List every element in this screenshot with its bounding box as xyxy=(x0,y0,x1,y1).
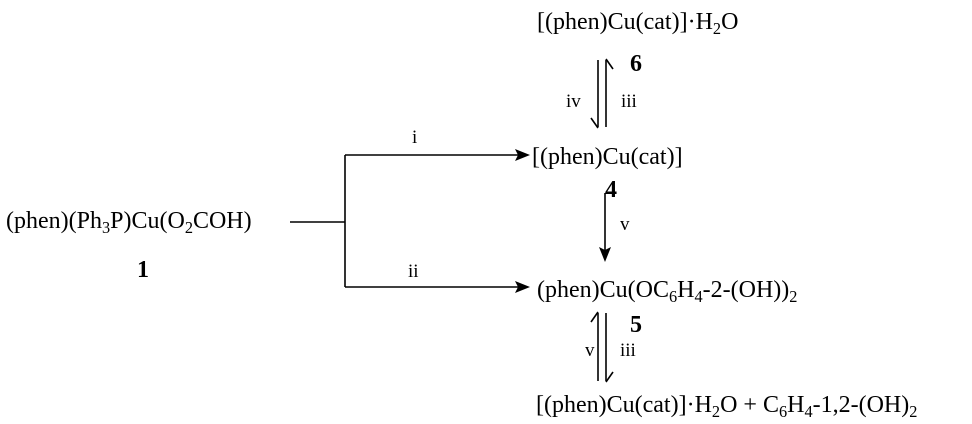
bottom-sub-2: 6 xyxy=(778,401,788,421)
reaction-iii-label-bottom: iii xyxy=(620,340,636,361)
compound-5-text-mid: H xyxy=(677,277,695,303)
compound-5-sub-2: 4 xyxy=(694,286,703,306)
reaction-iv-label: iv xyxy=(566,91,581,112)
bottom-products-formula: [(phen)Cu(cat)]·H2O + C6H4-1,2-(OH)2 xyxy=(536,392,917,420)
compound-4-formula: [(phen)Cu(cat)] xyxy=(532,144,683,170)
compound-5-text: (phen)Cu(OC xyxy=(537,277,669,303)
compound-1-text: (phen)(Ph xyxy=(6,208,102,234)
compound-6-text: [(phen)Cu(cat)]·H xyxy=(537,9,713,35)
compound-6-formula: [(phen)Cu(cat)]·H2O xyxy=(537,9,739,37)
arrowhead-ii xyxy=(515,281,530,293)
bottom-sub-1: 2 xyxy=(711,401,721,421)
compound-5-text-end: -2-(OH)) xyxy=(702,277,790,303)
compound-1-sub-1: 3 xyxy=(101,217,111,237)
bottom-text-d: -1,2-(OH) xyxy=(812,392,910,418)
arrowhead-i xyxy=(515,149,530,161)
half-head-v xyxy=(590,311,599,323)
compound-6-sub: 2 xyxy=(712,18,722,38)
half-head-iv xyxy=(590,117,599,129)
half-head-iii-bottom xyxy=(605,371,614,383)
compound-1-number: 1 xyxy=(137,257,149,283)
reaction-ii-label: ii xyxy=(408,261,419,282)
bottom-sub-3: 4 xyxy=(804,401,813,421)
arrowhead-v-mid xyxy=(599,247,611,262)
compound-1-formula: (phen)(Ph3P)Cu(O2COH) xyxy=(6,208,252,236)
half-head-iii xyxy=(605,58,614,70)
bottom-text-a: [(phen)Cu(cat)]·H xyxy=(536,392,712,418)
compound-5-sub-1: 6 xyxy=(668,286,678,306)
reaction-v-label-bottom: v xyxy=(585,340,595,361)
reaction-iii-label-top: iii xyxy=(621,91,637,112)
compound-4-number: 4 xyxy=(605,177,617,203)
compound-1-text-mid: P)Cu(O xyxy=(110,208,185,234)
compound-6-text-end: O xyxy=(721,9,739,35)
compound-5-formula: (phen)Cu(OC6H4-2-(OH))2 xyxy=(537,277,797,305)
bottom-sub-4: 2 xyxy=(909,401,918,421)
reaction-i-label: i xyxy=(412,127,418,148)
compound-5-sub-3: 2 xyxy=(789,286,798,306)
compound-1-sub-2: 2 xyxy=(184,217,193,237)
reaction-v-label-mid: v xyxy=(620,214,630,235)
bottom-text-c: H xyxy=(787,392,805,418)
compound-6-number: 6 xyxy=(630,51,642,77)
compound-1-text-end: COH) xyxy=(192,208,252,234)
compound-5-number: 5 xyxy=(630,312,642,338)
bottom-text-b: O + C xyxy=(720,392,779,418)
